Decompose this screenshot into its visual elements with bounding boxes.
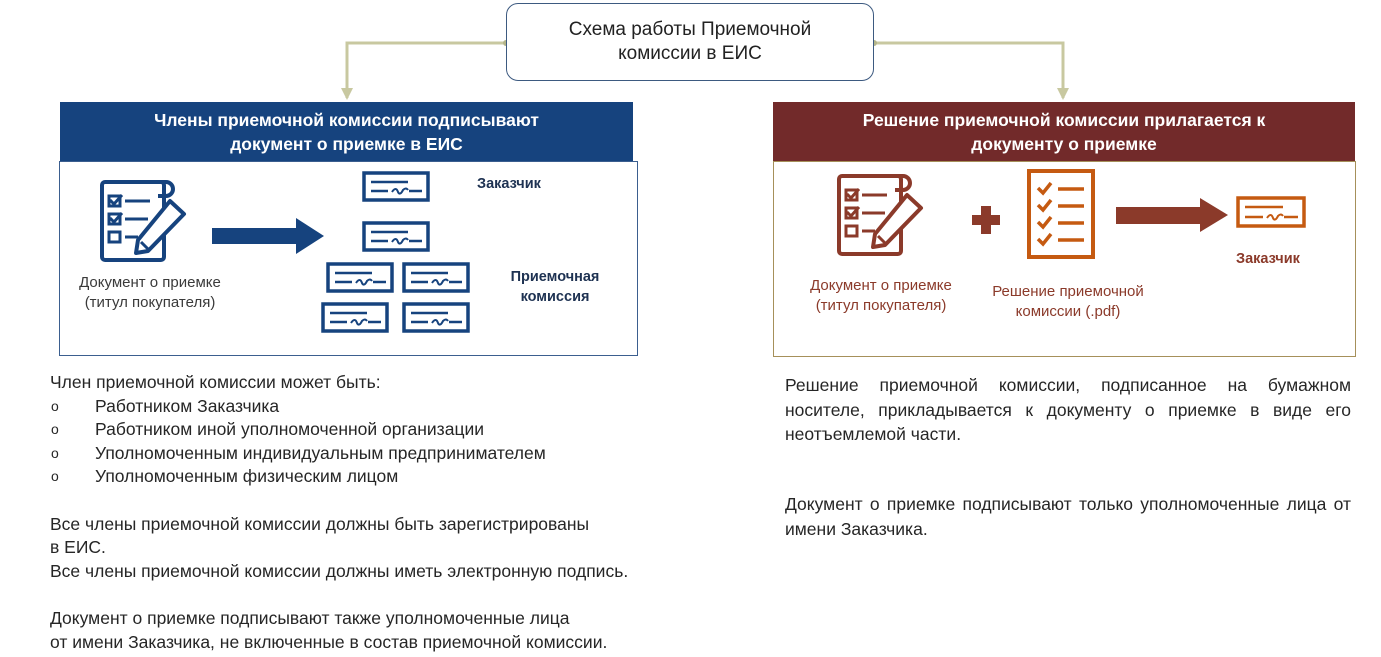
right-arrow-icon: [212, 218, 324, 254]
left-header-text: Члены приемочной комиссии подписывают до…: [154, 109, 539, 154]
right-panel: [773, 161, 1356, 357]
para1-line1: Все члены приемочной комиссии должны быт…: [50, 513, 590, 534]
para1-line2: в ЕИС.: [50, 537, 106, 557]
right-panel-header: Решение приемочной комиссии прилагается …: [773, 102, 1355, 161]
left-panel-header: Члены приемочной комиссии подписывают до…: [60, 102, 633, 161]
para2-line1: Документ о приемке подписывают также упо…: [50, 608, 570, 628]
commission-label: Приемочная комиссия: [510, 269, 600, 305]
plus-icon: [972, 206, 1000, 234]
left-customer-label: Заказчик: [477, 176, 541, 192]
signature-cards: [321, 171, 470, 333]
connector-lines: [341, 40, 1069, 100]
right-para1: Решение приемочной комиссии, подписанное…: [785, 375, 1351, 444]
para2-line2: от имени Заказчика, не включенные в сост…: [50, 631, 608, 652]
right-header-text: Решение приемочной комиссии прилагается …: [862, 109, 1266, 154]
decision-caption: Решение приемочной комиссии (.pdf): [992, 283, 1144, 320]
right-para2: Документ о приемке подписывают только уп…: [785, 494, 1351, 539]
right-doc-caption: Документ о приемке (титул покупателя): [810, 277, 952, 314]
right-customer-label: Заказчик: [1236, 251, 1300, 267]
member-intro: Член приемочной комиссии может быть:: [50, 372, 381, 392]
left-doc-caption: Документ о приемке (титул покупателя): [79, 274, 221, 311]
right-arrow-icon-red: [1116, 198, 1228, 232]
left-panel: [59, 161, 638, 356]
decision-checklist-icon: [1027, 169, 1095, 259]
document-checklist-icon: [100, 180, 186, 262]
scheme-title-box: Схема работы Приемочной комиссии в ЕИС: [506, 3, 874, 81]
scheme-title: Схема работы Приемочной комиссии в ЕИС: [568, 19, 812, 64]
para1-line3: Все члены приемочной комиссии должны име…: [50, 560, 629, 581]
signature-card-icon: [1236, 196, 1306, 228]
document-checklist-icon-red: [837, 174, 923, 256]
